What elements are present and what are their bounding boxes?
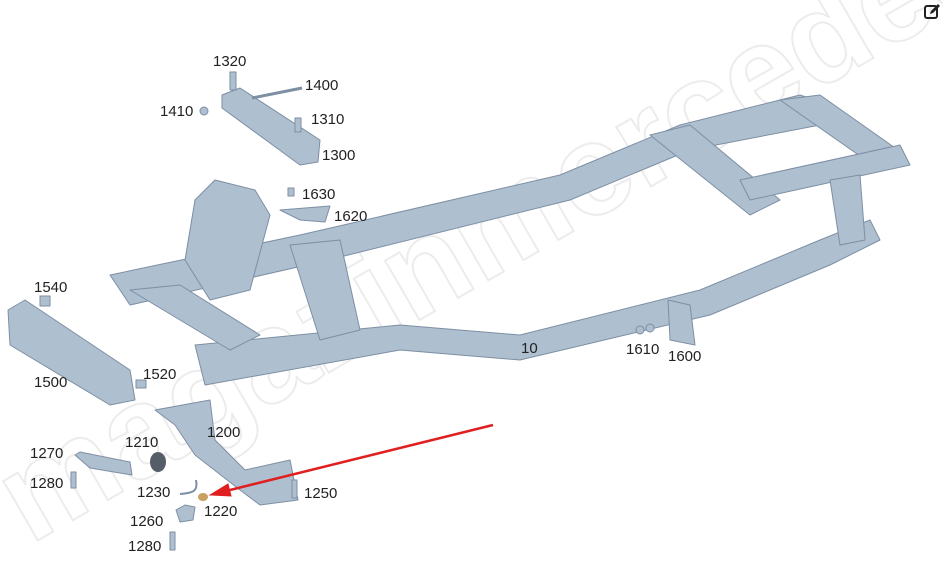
part-1200 <box>154 399 299 506</box>
part-1500 <box>7 299 136 406</box>
part-10-crossmember-rear3 <box>739 144 911 201</box>
part-10-right-rail <box>194 219 881 386</box>
part-1600 <box>667 299 696 346</box>
part-1410 <box>199 106 209 116</box>
part-1630 <box>287 187 295 197</box>
part-1280 <box>70 471 77 489</box>
part-1220-highlighted <box>198 493 208 501</box>
callout-10[interactable]: 10 <box>521 340 538 357</box>
callout-1320[interactable]: 1320 <box>213 53 247 70</box>
callout-1270[interactable]: 1270 <box>30 445 64 462</box>
part-1400 <box>251 86 303 100</box>
callout-1410[interactable]: 1410 <box>160 103 194 120</box>
part-1270 <box>74 451 133 476</box>
part-1610b <box>645 323 655 333</box>
callout-1600[interactable]: 1600 <box>668 348 702 365</box>
part-1260 <box>175 504 196 523</box>
callout-1220[interactable]: 1220 <box>204 503 238 520</box>
part-10-crossmember-mid <box>289 239 361 341</box>
part-1310 <box>294 117 302 133</box>
part-1320 <box>229 71 237 91</box>
callout-1300[interactable]: 1300 <box>322 147 356 164</box>
callout-1540[interactable]: 1540 <box>34 279 68 296</box>
red-arrow <box>208 423 494 497</box>
callout-1310[interactable]: 1310 <box>311 111 345 128</box>
part-1250 <box>291 479 298 499</box>
callout-1400[interactable]: 1400 <box>305 77 339 94</box>
callout-1610[interactable]: 1610 <box>626 341 660 358</box>
part-1230 <box>179 479 198 495</box>
part-1540 <box>39 295 51 307</box>
callout-1230[interactable]: 1230 <box>137 484 171 501</box>
part-10-crossmember-front <box>129 284 261 351</box>
callout-1250[interactable]: 1250 <box>304 485 338 502</box>
edit-icon[interactable] <box>924 2 942 20</box>
callout-1500[interactable]: 1500 <box>34 374 68 391</box>
part-1620 <box>279 205 331 223</box>
callout-1630[interactable]: 1630 <box>302 186 336 203</box>
callout-1260[interactable]: 1260 <box>130 513 164 530</box>
callout-1280-lower[interactable]: 1280 <box>128 538 162 555</box>
part-1280b <box>169 531 176 551</box>
callout-1620[interactable]: 1620 <box>334 208 368 225</box>
part-1300 <box>221 87 321 166</box>
callout-1200[interactable]: 1200 <box>207 424 241 441</box>
part-10-shock-tower <box>184 179 271 301</box>
callout-1520[interactable]: 1520 <box>143 366 177 383</box>
part-1610 <box>635 325 645 335</box>
part-1520 <box>135 379 147 389</box>
callout-1210[interactable]: 1210 <box>125 434 159 451</box>
part-10-rear-bracket <box>829 174 866 246</box>
callout-1280[interactable]: 1280 <box>30 475 64 492</box>
part-1210 <box>150 452 166 472</box>
